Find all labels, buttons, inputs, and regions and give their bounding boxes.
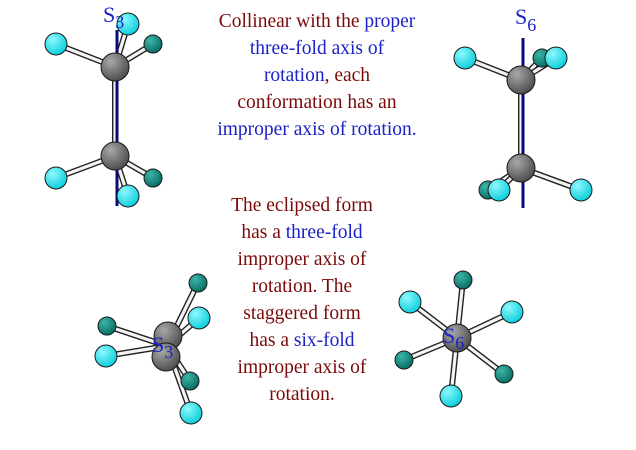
hydrogen-atom <box>44 32 68 56</box>
hydrogen-atom <box>487 178 511 202</box>
hydrogen-atom-rear <box>143 34 163 54</box>
hydrogen-atom-rear <box>180 371 200 391</box>
hydrogen-atom <box>116 184 140 208</box>
hydrogen-atom <box>569 178 593 202</box>
carbon-atom <box>506 153 536 183</box>
staggered-end-axis-label: S6 <box>443 323 464 353</box>
hydrogen-atom <box>94 344 118 368</box>
eclipsed-end-axis-label: S3 <box>152 332 173 362</box>
carbon-atom <box>100 141 130 171</box>
hydrogen-atom-rear <box>188 273 208 293</box>
hydrogen-atom <box>439 384 463 408</box>
bottom-caption: The eclipsed form has a three-fold impro… <box>231 195 373 405</box>
hydrogen-atom-rear <box>394 350 414 370</box>
hydrogen-atom-rear <box>453 270 473 290</box>
hydrogen-atom <box>500 300 524 324</box>
carbon-atom <box>151 342 181 372</box>
hydrogen-atom <box>453 46 477 70</box>
hydrogen-atom <box>544 46 568 70</box>
carbon-atom <box>442 323 472 353</box>
hydrogen-atom <box>44 166 68 190</box>
staggered-side-axis-label: S6 <box>515 4 536 35</box>
hydrogen-atom-rear <box>143 168 163 188</box>
carbon-atom <box>506 65 536 95</box>
hydrogen-atom <box>187 306 211 330</box>
hydrogen-atom <box>116 12 140 36</box>
eclipsed-side-axis-label: S3 <box>103 2 124 32</box>
hydrogen-atom <box>398 290 422 314</box>
hydrogen-atom <box>179 401 203 425</box>
atom-layer <box>44 12 593 425</box>
hydrogen-atom-rear <box>494 364 514 384</box>
hydrogen-atom-rear <box>97 316 117 336</box>
carbon-atom <box>100 52 130 82</box>
top-caption: Collinear with the proper three-fold axi… <box>217 11 417 140</box>
